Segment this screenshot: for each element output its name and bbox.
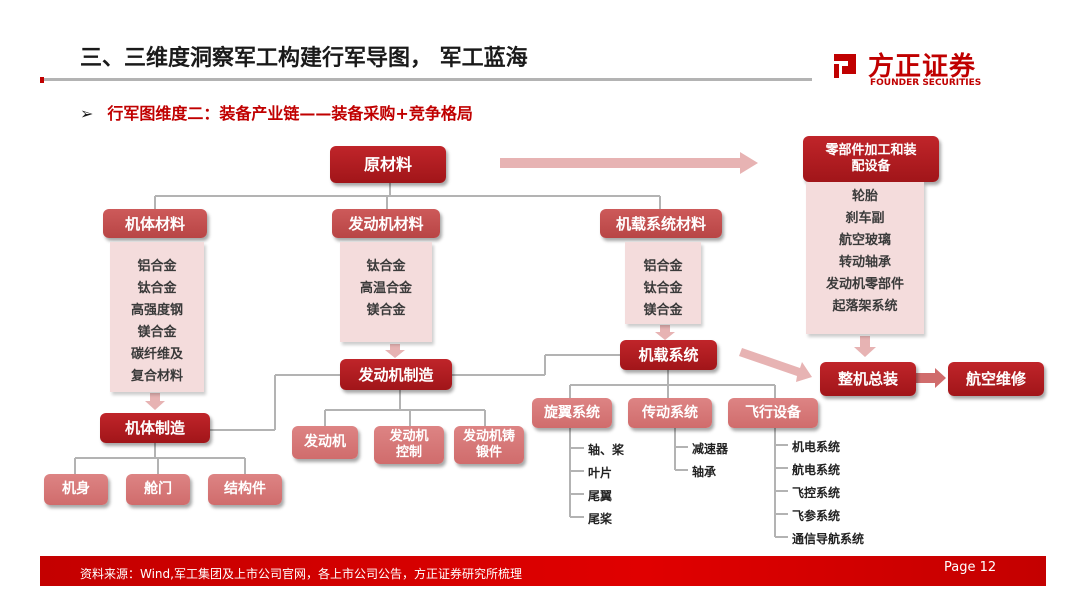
node-structural-parts: 结构件 [208, 474, 282, 505]
airborne-material-note-bg [625, 242, 701, 324]
logo-text-cn: 方正证券 [868, 52, 977, 82]
material-item: 铝合金 [137, 259, 177, 274]
node-engine-material: 发动机材料 [332, 209, 440, 238]
parts-note-bg [806, 182, 924, 334]
material-item: 碳纤维及 [130, 347, 183, 362]
material-item: 钛合金 [366, 259, 406, 274]
material-item: 高温合金 [359, 281, 412, 296]
rotor-item: 尾翼 [588, 489, 613, 503]
airborne-material-list: 铝合金 钛合金 镁合金 [625, 256, 701, 322]
material-item: 镁合金 [643, 303, 683, 318]
parts-item: 转动轴承 [838, 255, 891, 270]
node-aviation-maintenance: 航空维修 [948, 362, 1044, 396]
node-flight-equipment: 飞行设备 [728, 398, 818, 428]
parts-item: 刹车副 [845, 211, 885, 226]
flight-equipment-item: 飞控系统 [792, 486, 841, 500]
material-item: 钛合金 [137, 281, 177, 296]
node-parts-equipment: 零部件加工和装配设备 [803, 136, 939, 182]
node-transmission-system: 传动系统 [628, 398, 712, 428]
material-item: 高强度钢 [130, 303, 183, 318]
parts-item: 轮胎 [851, 189, 878, 204]
node-airframe-manufacturing: 机体制造 [100, 413, 210, 443]
rotor-item: 轴、桨 [588, 443, 625, 457]
node-fuselage: 机身 [44, 474, 108, 505]
material-item: 复合材料 [130, 369, 183, 384]
transmission-item: 减速器 [692, 442, 729, 456]
node-final-assembly: 整机总装 [820, 362, 916, 396]
transmission-item: 轴承 [692, 465, 717, 479]
bullet-arrow-icon: ➢ [80, 104, 94, 123]
page-title: 三、三维度洞察军工构建行军导图， 军工蓝海 [80, 46, 528, 71]
subtitle-text: 行军图维度二：装备产业链——装备采购+竞争格局 [107, 104, 473, 123]
material-item: 镁合金 [366, 303, 406, 318]
rotor-item: 叶片 [588, 466, 613, 480]
title-rule [44, 78, 812, 81]
footer-bar [40, 556, 1046, 586]
source-note: 资料来源：Wind,军工集团及上市公司官网，各上市公司公告，方正证券研究所梳理 [80, 567, 522, 581]
node-airborne-system: 机载系统 [620, 340, 717, 370]
engine-material-note-bg [340, 242, 432, 342]
flight-equipment-item: 通信导航系统 [792, 532, 865, 546]
node-engine-castings: 发动机铸锻件 [454, 426, 524, 464]
node-raw-materials: 原材料 [330, 146, 446, 183]
node-engine-control: 发动机控制 [374, 426, 444, 464]
material-item: 铝合金 [643, 259, 683, 274]
founder-logo-icon [834, 54, 856, 78]
node-airborne-material: 机载系统材料 [600, 209, 722, 238]
flight-equipment-item: 机电系统 [792, 440, 841, 454]
node-airframe-material: 机体材料 [103, 209, 207, 238]
node-hatch: 舱门 [126, 474, 190, 505]
parts-item: 航空玻璃 [838, 233, 891, 248]
founder-logo: 方正证券 FOUNDER SECURITIES [830, 46, 1000, 92]
material-item: 镁合金 [137, 325, 177, 340]
flight-equipment-item: 航电系统 [792, 463, 841, 477]
airframe-material-list: 铝合金 钛合金 高强度钢 镁合金 碳纤维及 复合材料 [110, 256, 204, 388]
logo-text-en: FOUNDER SECURITIES [870, 78, 982, 88]
title-rule-accent [40, 77, 44, 83]
section-subtitle: ➢ 行军图维度二：装备产业链——装备采购+竞争格局 [80, 100, 473, 124]
rotor-item: 尾桨 [588, 512, 613, 526]
parts-item: 起落架系统 [832, 299, 898, 314]
flight-equipment-item: 飞参系统 [792, 509, 841, 523]
node-engine: 发动机 [292, 426, 358, 459]
airframe-material-note-bg [110, 242, 204, 392]
page-number: Page 12 [944, 560, 997, 575]
parts-item: 发动机零部件 [825, 277, 904, 292]
engine-material-list: 钛合金 高温合金 镁合金 [340, 256, 432, 322]
node-engine-manufacturing: 发动机制造 [340, 359, 452, 390]
node-rotor-system: 旋翼系统 [532, 398, 612, 428]
material-item: 钛合金 [643, 281, 683, 296]
parts-item-list: 轮胎 刹车副 航空玻璃 转动轴承 发动机零部件 起落架系统 [806, 186, 924, 318]
